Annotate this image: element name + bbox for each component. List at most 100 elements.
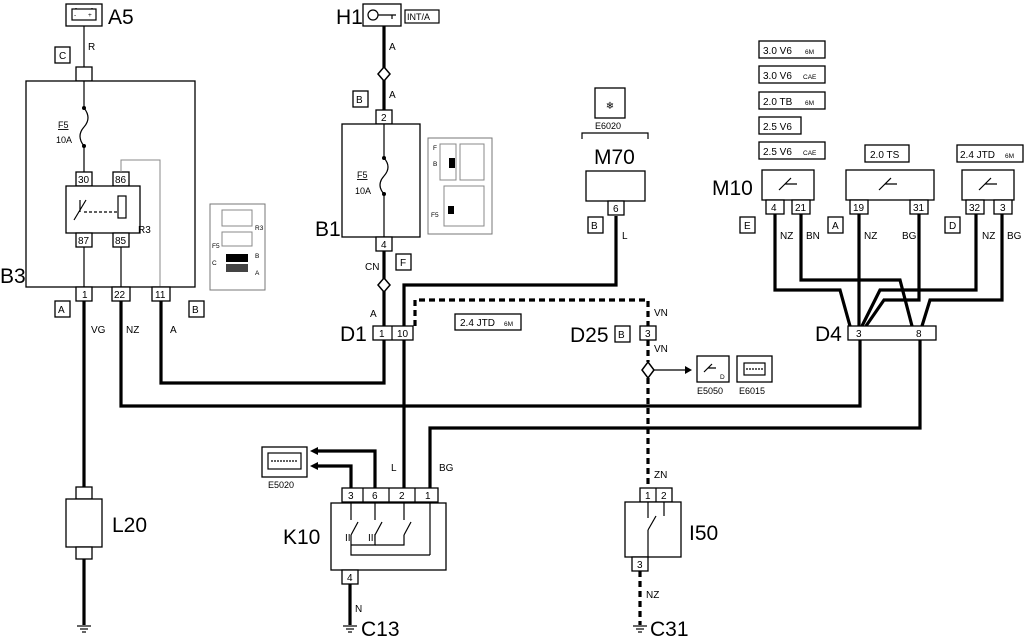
d25-label: D25	[570, 324, 609, 347]
svg-text:6M: 6M	[805, 49, 814, 56]
svg-text:3: 3	[1000, 203, 1006, 214]
svg-text:ZN: ZN	[654, 470, 667, 481]
svg-text:-: -	[74, 12, 76, 19]
svg-text:1: 1	[379, 329, 385, 340]
k10-label: K10	[283, 526, 320, 549]
r3-label: R3	[138, 225, 151, 236]
d4-connector	[847, 325, 937, 341]
svg-text:D: D	[949, 221, 956, 232]
int-a-label: INT/A	[407, 12, 430, 22]
svg-text:VN: VN	[654, 308, 668, 319]
svg-text:CN: CN	[365, 262, 379, 273]
svg-text:1: 1	[425, 491, 431, 502]
e5050-icon	[696, 355, 730, 383]
svg-text:N: N	[355, 604, 362, 615]
ground-icon	[77, 625, 91, 633]
svg-text:F5: F5	[431, 212, 439, 219]
relay-r3	[65, 185, 141, 234]
c31-label: C31	[650, 618, 689, 639]
e6020-label: E6020	[595, 121, 621, 131]
a5-label: A5	[108, 6, 134, 29]
svg-text:6M: 6M	[1005, 153, 1014, 160]
b3-fuse-name: F5	[58, 120, 69, 130]
connector-b-m70	[587, 216, 604, 234]
svg-text:II: II	[345, 533, 351, 544]
svg-text:3: 3	[348, 491, 354, 502]
svg-text:A: A	[370, 309, 377, 320]
e6015-icon	[736, 355, 773, 383]
svg-text:L: L	[622, 231, 628, 242]
svg-text:B: B	[192, 305, 199, 316]
b3-pin-85: 85	[115, 236, 127, 247]
svg-text:III: III	[368, 533, 376, 544]
a5-battery-icon: - +	[65, 3, 103, 27]
svg-text:CAE: CAE	[803, 74, 817, 81]
m70-label: M70	[594, 146, 635, 169]
svg-text:2.0 TS: 2.0 TS	[870, 150, 900, 161]
svg-text:+: +	[88, 12, 92, 19]
d1-label: D1	[340, 323, 367, 346]
svg-text:3: 3	[856, 329, 862, 340]
e6015-label: E6015	[739, 386, 765, 396]
b3-box	[25, 80, 196, 288]
svg-text:2: 2	[661, 491, 667, 502]
svg-text:BN: BN	[806, 231, 820, 242]
d1-variant-sub: 6M	[504, 321, 513, 328]
key-icon	[367, 9, 396, 21]
svg-text:BG: BG	[1007, 231, 1022, 242]
connector-c-label: C	[59, 51, 66, 62]
svg-text:A: A	[389, 42, 396, 53]
b3-fuse-rating: 10A	[56, 135, 72, 145]
svg-text:R3: R3	[255, 225, 264, 232]
svg-text:A: A	[58, 305, 65, 316]
b1-pin-4: 4	[381, 240, 387, 251]
wire-r-label: R	[88, 42, 95, 53]
e5020-label: E5020	[268, 480, 294, 490]
svg-text:BG: BG	[902, 231, 917, 242]
svg-text:B: B	[255, 253, 259, 260]
b1-pin-2: 2	[381, 113, 387, 124]
d1-variant-box	[454, 313, 522, 331]
b1-locator-diagram: F B F5	[427, 137, 493, 235]
svg-text:6: 6	[372, 491, 378, 502]
connector-c	[54, 46, 71, 64]
k10-box	[330, 502, 447, 571]
svg-text:E: E	[744, 221, 751, 232]
svg-text:C: C	[212, 260, 217, 267]
svg-text:3: 3	[637, 560, 643, 571]
connector-b-h1	[352, 90, 369, 108]
svg-text:4: 4	[347, 573, 353, 584]
b1-fuse-rating: 10A	[355, 186, 371, 196]
svg-text:NZ: NZ	[864, 231, 877, 242]
svg-text:8: 8	[916, 329, 922, 340]
svg-text:2.5 V6: 2.5 V6	[763, 122, 792, 133]
svg-text:VN: VN	[654, 344, 668, 355]
d4-label: D4	[815, 323, 842, 346]
ground-icon	[633, 625, 647, 633]
e5050-label: E5050	[697, 386, 723, 396]
svg-text:L: L	[391, 463, 397, 474]
variant-24jtd-box	[956, 144, 1024, 163]
splice-node	[377, 65, 391, 83]
svg-text:NZ: NZ	[982, 231, 995, 242]
d1-connector	[372, 325, 414, 341]
wire-nz-b3-label: NZ	[126, 325, 139, 336]
svg-text:CAE: CAE	[803, 150, 817, 157]
engine-variant-legend: 3.0 V6 6M 3.0 V6 CAE 2.0 TB 6M 2.5 V6 2.…	[758, 40, 826, 160]
variant-20ts-box	[864, 144, 910, 163]
wire-vg-label: VG	[91, 325, 106, 336]
b3-pin-30: 30	[78, 175, 90, 186]
m10-fan-e	[761, 169, 815, 201]
svg-text:B: B	[591, 221, 598, 232]
b3-pin-87: 87	[78, 236, 90, 247]
svg-text:3.0 V6: 3.0 V6	[763, 46, 792, 57]
b1-fuse-name: F5	[357, 170, 368, 180]
svg-text:2.5 V6: 2.5 V6	[763, 147, 792, 158]
int-a-box	[404, 9, 440, 24]
svg-text:F: F	[400, 258, 406, 269]
b3-pin-22: 22	[114, 290, 126, 301]
svg-text:B: B	[618, 330, 625, 341]
connector-a-m10	[827, 216, 844, 234]
b3-pin-86: 86	[115, 175, 127, 186]
